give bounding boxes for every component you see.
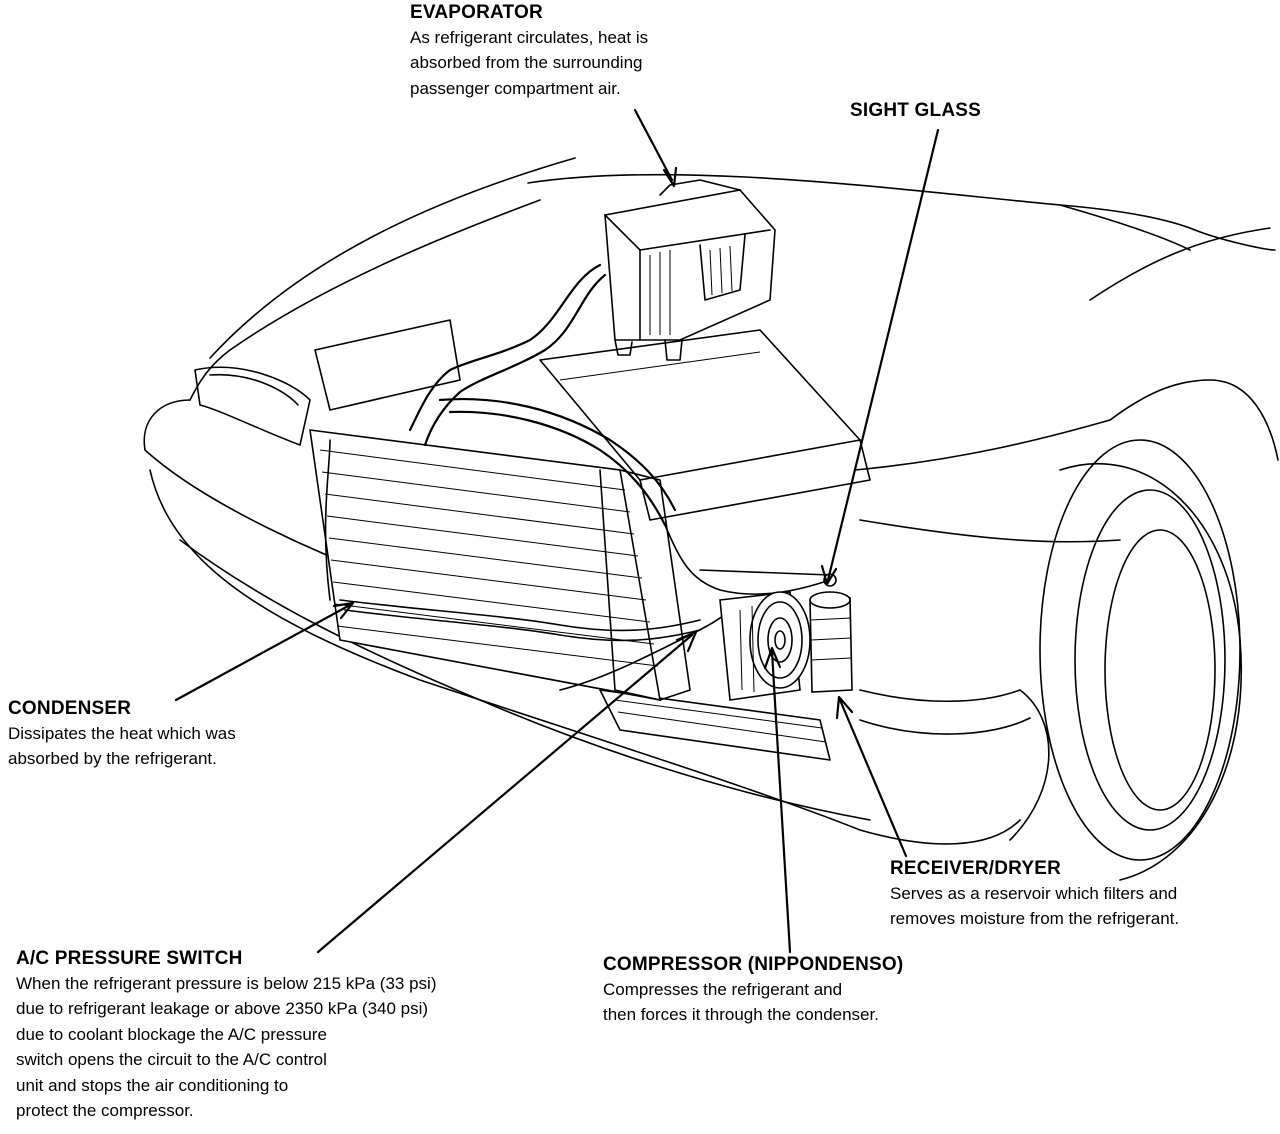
compressor-description: Compresses the refrigerant and then forc… bbox=[603, 979, 879, 1025]
pressure-switch-callout: A/C PRESSURE SWITCH When the refrigerant… bbox=[16, 948, 586, 1124]
evaporator-description: As refrigerant circulates, heat is absor… bbox=[410, 27, 649, 98]
receiver-dryer-unit bbox=[809, 573, 853, 693]
refrigerant-lines bbox=[339, 263, 831, 691]
evaporator-callout: EVAPORATOR As refrigerant circulates, he… bbox=[410, 2, 750, 101]
pressure-switch-title: A/C PRESSURE SWITCH bbox=[16, 948, 243, 969]
engine-block bbox=[314, 319, 871, 521]
compressor-callout: COMPRESSOR (NIPPONDENSO) Compresses the … bbox=[603, 954, 1003, 1028]
condenser-description: Dissipates the heat which was absorbed b… bbox=[8, 723, 236, 769]
leader-lines bbox=[174, 108, 940, 954]
evaporator-title: EVAPORATOR bbox=[410, 2, 543, 23]
receiver-dryer-title: RECEIVER/DRYER bbox=[890, 858, 1062, 879]
compressor-title: COMPRESSOR (NIPPONDENSO) bbox=[603, 954, 904, 975]
compressor-unit bbox=[719, 591, 811, 701]
condenser-unit bbox=[309, 429, 691, 701]
car-body bbox=[143, 349, 1279, 881]
condenser-callout: CONDENSER Dissipates the heat which was … bbox=[8, 698, 328, 772]
sight-glass-title: SIGHT GLASS bbox=[850, 100, 981, 121]
sight-glass-callout: SIGHT GLASS bbox=[850, 100, 1070, 123]
evaporator-unit bbox=[604, 179, 776, 361]
hood-outline bbox=[209, 157, 1276, 359]
condenser-title: CONDENSER bbox=[8, 698, 132, 719]
pressure-switch-description: When the refrigerant pressure is below 2… bbox=[16, 973, 437, 1121]
receiver-dryer-description: Serves as a reservoir which filters and … bbox=[890, 883, 1180, 929]
receiver-dryer-callout: RECEIVER/DRYER Serves as a reservoir whi… bbox=[890, 858, 1278, 932]
